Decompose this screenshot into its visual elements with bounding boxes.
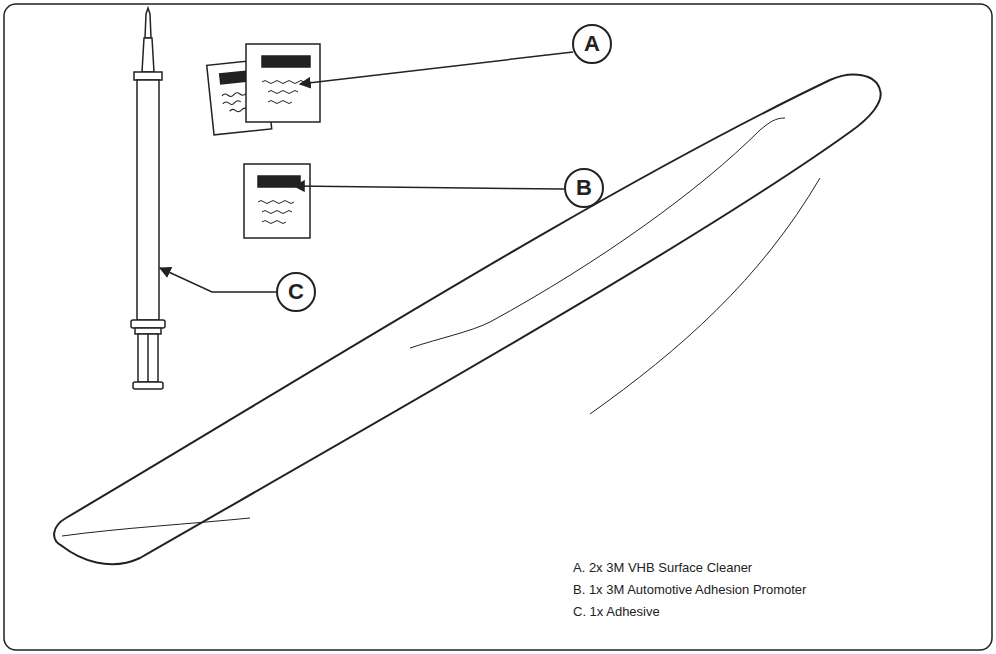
leader-lines <box>160 52 573 292</box>
callout-circle: C <box>276 272 316 312</box>
adhesion-promoter-packet <box>244 164 310 238</box>
parts-list-line: A. 2x 3M VHB Surface Cleaner <box>573 560 752 575</box>
callout-circle: A <box>572 24 612 64</box>
surface-cleaner-packets <box>207 44 320 135</box>
callout-letter: B <box>576 177 592 199</box>
callout-circle: B <box>564 168 604 208</box>
adhesive-syringe <box>131 8 165 389</box>
parts-list-line: B. 1x 3M Automotive Adhesion Promoter <box>573 582 806 597</box>
callout-letter: C <box>288 281 304 303</box>
parts-list-line: C. 1x Adhesive <box>573 604 660 619</box>
frame <box>4 4 992 650</box>
callout-letter: A <box>584 33 600 55</box>
spoiler <box>54 75 881 565</box>
